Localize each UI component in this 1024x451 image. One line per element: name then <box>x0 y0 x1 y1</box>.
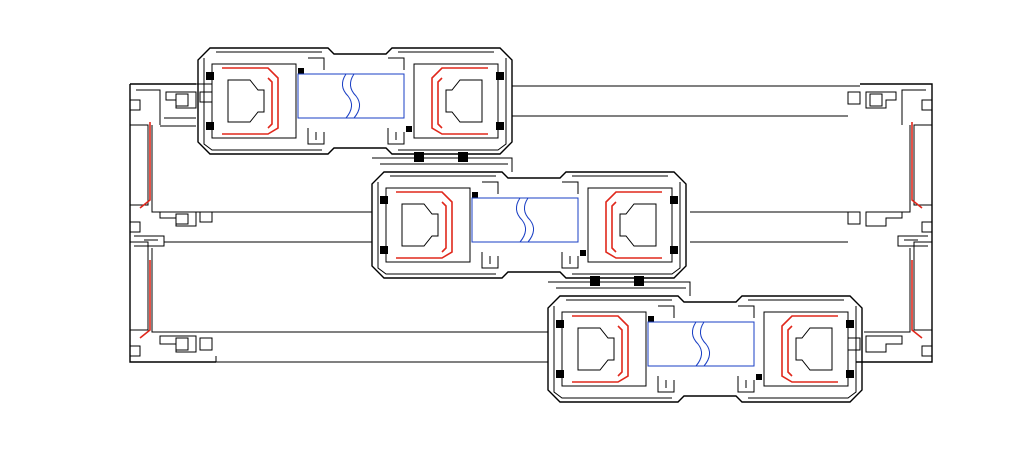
sash-interlocks <box>372 152 691 296</box>
sash-bottom <box>547 295 863 403</box>
sash-top <box>197 47 513 155</box>
outer-frame-right-jamb <box>847 83 933 363</box>
outer-frame-left-jamb <box>129 83 217 363</box>
sash-middle <box>371 171 687 279</box>
